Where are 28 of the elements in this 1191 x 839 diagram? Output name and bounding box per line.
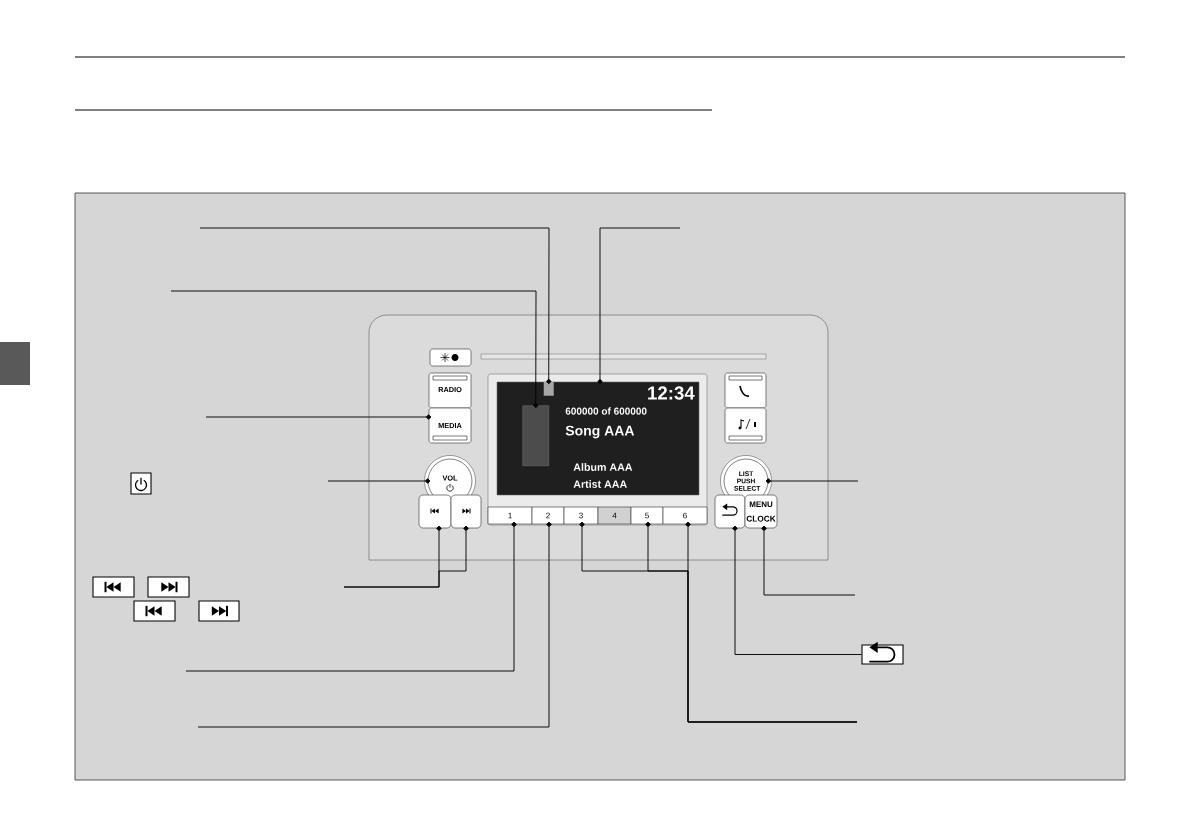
preset-button: 5 [630, 506, 664, 525]
preset-button: 3 [563, 506, 599, 525]
status-icon [543, 381, 554, 396]
skip-back-button [418, 494, 452, 529]
leader-line [185, 521, 517, 672]
preset-button: 6 [662, 506, 708, 525]
skip-forward-button [450, 494, 482, 529]
album-art [522, 405, 549, 466]
audio-button [724, 407, 767, 444]
leader-line [199, 227, 552, 385]
leader-line [597, 227, 681, 385]
back-button [714, 494, 746, 529]
leader-line [197, 521, 552, 728]
leader-line [732, 525, 862, 655]
leader-line [765, 478, 859, 484]
dimmer-button [429, 348, 472, 367]
phone-button [724, 372, 767, 409]
display-screen: 12:34 600000 of 600000 Song AAA Album AAA Artist AAA [496, 381, 700, 496]
menu-button: MENU CLOCK [744, 494, 778, 529]
leader-line [685, 521, 858, 723]
leader-line [205, 414, 432, 420]
preset-button: 2 [531, 506, 565, 525]
preset-button: 1 [487, 506, 533, 525]
leader-line [170, 290, 539, 409]
preset-button: 4 [597, 506, 632, 525]
leader-line [761, 525, 856, 596]
leader-line [327, 478, 431, 484]
leader-line [343, 525, 469, 588]
